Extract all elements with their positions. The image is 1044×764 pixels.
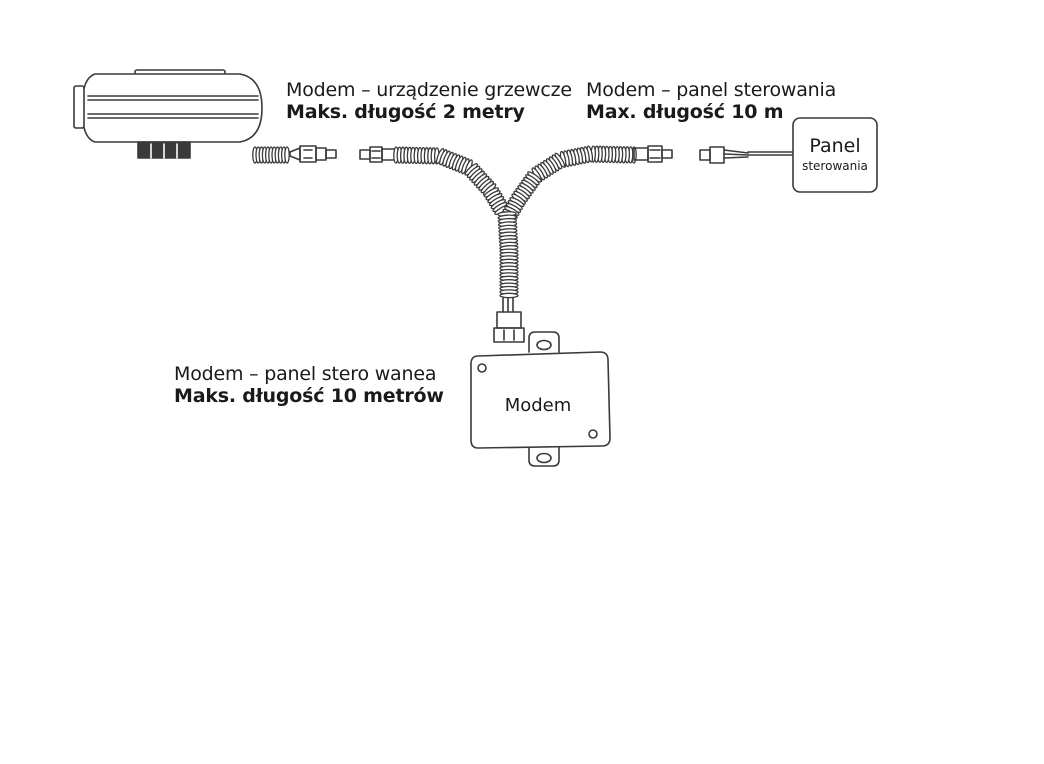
modem-panel-link-label: Modem – panel stero wanea Maks. długość …: [174, 363, 444, 408]
cable-coil-ring: [284, 146, 290, 164]
harness-right-connector: [633, 145, 673, 163]
cable-coil-ring: [499, 292, 519, 299]
modem-connector: [493, 297, 525, 343]
panel-connector-wire: [699, 146, 794, 164]
panel-link-label: Modem – panel sterowania Max. długość 10…: [586, 79, 837, 124]
heater-unit-icon: [73, 69, 263, 159]
heater-link-title: Modem – urządzenie grzewcze: [286, 79, 572, 101]
modem-box: [470, 331, 611, 467]
modem-panel-link-max-length: Maks. długość 10 metrów: [174, 384, 444, 407]
panel-box: [792, 117, 878, 193]
heater-link-label: Modem – urządzenie grzewcze Maks. długoś…: [286, 79, 572, 124]
modem-label: Modem: [505, 395, 572, 416]
panel-link-title: Modem – panel sterowania: [586, 79, 837, 101]
heater-cable-connector: [252, 145, 337, 164]
panel-link-max-length: Max. długość 10 m: [586, 100, 784, 123]
heater-link-max-length: Maks. długość 2 metry: [286, 100, 525, 123]
panel-label-line1: Panel: [809, 135, 860, 157]
harness-left-connector: [359, 146, 397, 163]
modem-panel-link-title: Modem – panel stero wanea: [174, 363, 437, 385]
panel-label-line2: sterowania: [802, 159, 868, 173]
harness-coiled-cable: [393, 145, 637, 299]
